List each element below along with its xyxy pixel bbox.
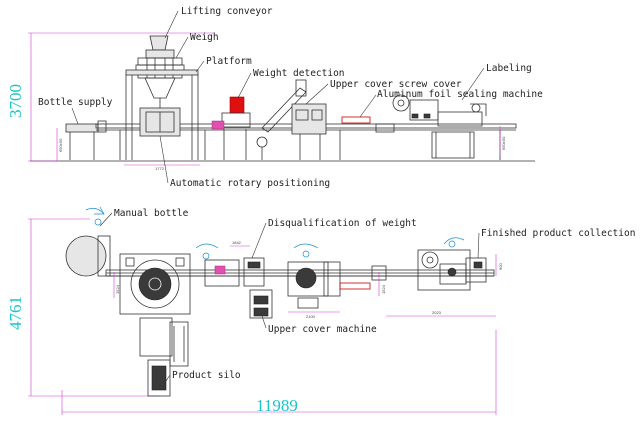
svg-text:2023: 2023	[432, 310, 442, 315]
svg-text:1842: 1842	[232, 240, 242, 245]
svg-text:2100: 2100	[306, 314, 316, 319]
foil-sealer-side	[341, 116, 395, 133]
weight-detection-unit	[211, 96, 251, 160]
label-labeling: Labeling	[486, 63, 532, 74]
weigher-tower: 1772	[124, 35, 200, 171]
plan-view: 4761 11989	[6, 206, 635, 415]
side-labels: Lifting conveyor Weigh Platform Weight d…	[38, 6, 543, 189]
label-finished-product-collection: Finished product collection	[481, 228, 635, 239]
weight-detector-red	[229, 96, 245, 114]
svg-text:1772: 1772	[155, 166, 165, 171]
svg-text:650±50: 650±50	[58, 138, 63, 152]
height-dimension-plan: 4761	[6, 218, 160, 397]
label-bottle-supply: Bottle supply	[38, 97, 113, 108]
label-weight-detection: Weight detection	[253, 68, 345, 79]
foil-sealer-plan: 1524	[339, 265, 387, 296]
rotary-table-plan: 1524	[113, 253, 191, 315]
label-aluminum-foil-sealing: Aluminum foil sealing machine	[377, 89, 543, 100]
length-dimension: 11989	[61, 330, 497, 415]
height-dimension-side: 3700	[6, 32, 215, 162]
side-elevation-view: 3700 650±50	[6, 6, 543, 189]
capper-plan: 2100	[287, 243, 341, 319]
manual-bottle-turntable	[65, 206, 111, 277]
labeling-machine-plan: 2023 900	[386, 237, 503, 317]
label-upper-cover-machine: Upper cover machine	[268, 324, 377, 335]
svg-text:1524: 1524	[115, 284, 120, 294]
bottle-supply-table: 650±50	[56, 120, 107, 161]
label-disqualification-of-weight: Disqualification of weight	[268, 218, 417, 229]
height-4761-text: 4761	[6, 296, 25, 330]
length-11989-text: 11989	[256, 396, 298, 415]
weight-disqualification	[243, 257, 273, 319]
label-manual-bottle: Manual bottle	[114, 208, 189, 219]
svg-text:1524: 1524	[381, 284, 386, 294]
label-upper-cover-screw-cover: Upper cover screw cover	[330, 79, 462, 90]
label-weigh: Weigh	[190, 32, 219, 43]
product-silo	[139, 317, 189, 397]
label-platform: Platform	[206, 56, 252, 67]
weigh-station-plan: 1842	[195, 240, 250, 287]
label-lifting-conveyor: Lifting conveyor	[181, 6, 273, 17]
svg-text:900: 900	[498, 263, 503, 270]
svg-text:650±50: 650±50	[501, 136, 506, 150]
plan-labels: Manual bottle Disqualification of weight…	[99, 208, 635, 385]
screw-capper	[256, 79, 327, 160]
labeling-machine-side: 650±50	[392, 94, 506, 159]
label-automatic-rotary-positioning: Automatic rotary positioning	[170, 178, 330, 189]
label-product-silo: Product silo	[172, 370, 241, 381]
height-3700-text: 3700	[6, 84, 25, 118]
